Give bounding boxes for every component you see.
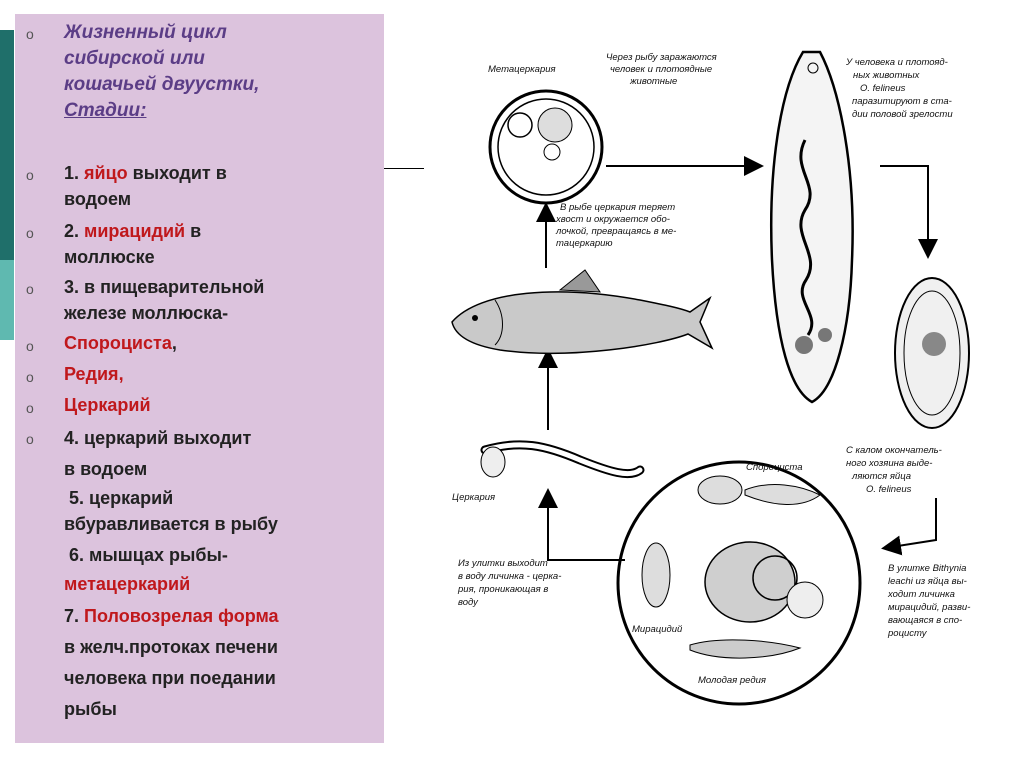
list-item: 5. церкарий вбуравливается в рыбу xyxy=(64,488,278,534)
svg-text:человек и плотоядные: человек и плотоядные xyxy=(610,64,712,75)
bullet-icon: o xyxy=(26,338,34,354)
snail-stage-drawing xyxy=(616,460,862,706)
bullet-icon: o xyxy=(26,26,34,42)
list-item: 7. Половозрелая форма в желч.протоках пе… xyxy=(64,606,279,719)
cercaria-label: Церкария xyxy=(452,492,495,503)
miracidium-label: Мирацидий xyxy=(632,624,683,635)
bullet-icon: o xyxy=(26,369,34,385)
list-item: Спороциста, xyxy=(64,333,177,353)
accent-bar-light xyxy=(0,260,14,340)
arrow xyxy=(538,488,625,561)
svg-text:ляются яйца: ляются яйца xyxy=(851,471,911,482)
arrow xyxy=(880,165,938,259)
svg-text:У человека и плотояд-: У человека и плотояд- xyxy=(845,57,948,68)
metacercaria-label: Метацеркария xyxy=(488,64,556,75)
svg-text:O. felineus: O. felineus xyxy=(866,484,912,495)
bullet-icon: o xyxy=(26,281,34,297)
text-panel xyxy=(15,14,384,743)
list-item: 2. мирацидий в моллюске xyxy=(64,221,202,267)
bullet-icon: o xyxy=(26,167,34,183)
svg-text:мирацидий, разви-: мирацидий, разви- xyxy=(888,602,970,613)
svg-text:Через рыбу заражаются: Через рыбу заражаются xyxy=(606,52,717,63)
svg-text:лочкой, превращаясь в ме-: лочкой, превращаясь в ме- xyxy=(555,226,676,237)
fish-drawing xyxy=(451,269,714,355)
svg-text:В рыбе церкария теряет: В рыбе церкария теряет xyxy=(560,202,675,213)
connector-line xyxy=(384,168,424,169)
list-item: 6. мышцах рыбы- метацеркарий xyxy=(64,545,228,594)
svg-text:Из улитки выходит: Из улитки выходит xyxy=(458,558,548,569)
bullet-icon: o xyxy=(26,400,34,416)
young-redia-label: Молодая редия xyxy=(698,675,766,686)
svg-text:O. felineus: O. felineus xyxy=(860,83,906,94)
list-item: Редия, xyxy=(64,364,124,384)
snail-exit-note: Из улитки выходит в воду личинка - церка… xyxy=(457,558,561,608)
adult-note: У человека и плотояд- ных животных O. fe… xyxy=(845,57,953,120)
svg-text:дии половой зрелости: дии половой зрелости xyxy=(852,109,953,120)
list-item: 3. в пищеварительной железе моллюска- xyxy=(64,277,265,323)
svg-text:leachi из яйца вы-: leachi из яйца вы- xyxy=(888,576,967,587)
cercaria-drawing xyxy=(480,440,645,479)
list-item: Церкарий xyxy=(64,395,151,415)
list-item: 4. церкарий выходит в водоем xyxy=(64,428,252,479)
svg-text:рия, проникающая в: рия, проникающая в xyxy=(457,584,548,595)
svg-text:ходит личинка: ходит личинка xyxy=(887,589,955,600)
svg-text:паразитируют в ста-: паразитируют в ста- xyxy=(852,96,952,107)
svg-text:воду: воду xyxy=(458,597,479,608)
adult-fluke-drawing xyxy=(769,50,854,404)
svg-text:ного хозяина выде-: ного хозяина выде- xyxy=(846,458,932,469)
svg-text:в воду личинка - церка-: в воду личинка - церка- xyxy=(458,571,561,582)
sporocyst-label: Спороциста xyxy=(746,462,803,473)
list-item: 1. яйцо выходит в водоем xyxy=(64,163,227,209)
cercaria-fish-note: В рыбе церкария теряет хвост и окружаетс… xyxy=(555,202,676,249)
svg-text:ных животных: ных животных xyxy=(853,70,921,81)
svg-text:С калом окончатель-: С калом окончатель- xyxy=(846,445,942,456)
bullet-icon: o xyxy=(26,431,34,447)
svg-text:хвост и окружается обо-: хвост и окружается обо- xyxy=(555,214,670,225)
egg-drawing xyxy=(894,277,970,429)
svg-text:животные: животные xyxy=(629,76,677,87)
slide-title: Жизненный цикл сибирской или кошачьей дв… xyxy=(64,22,260,121)
bithynia-note: В улитке Bithynia leachi из яйца вы- ход… xyxy=(887,563,970,639)
eggs-note: С калом окончатель- ного хозяина выде- л… xyxy=(846,445,942,495)
svg-text:В улитке Bithynia: В улитке Bithynia xyxy=(888,563,966,574)
metacercaria-drawing xyxy=(488,89,604,205)
bullet-icon: o xyxy=(26,225,34,241)
svg-text:роцисту: роцисту xyxy=(887,628,928,639)
arrow xyxy=(881,498,937,556)
svg-text:тацеркарию: тацеркарию xyxy=(556,238,613,249)
fish-infect-note: Через рыбу заражаются человек и плотоядн… xyxy=(606,52,717,87)
svg-text:вающаяся в спо-: вающаяся в спо- xyxy=(888,615,962,626)
accent-bar xyxy=(0,30,14,320)
